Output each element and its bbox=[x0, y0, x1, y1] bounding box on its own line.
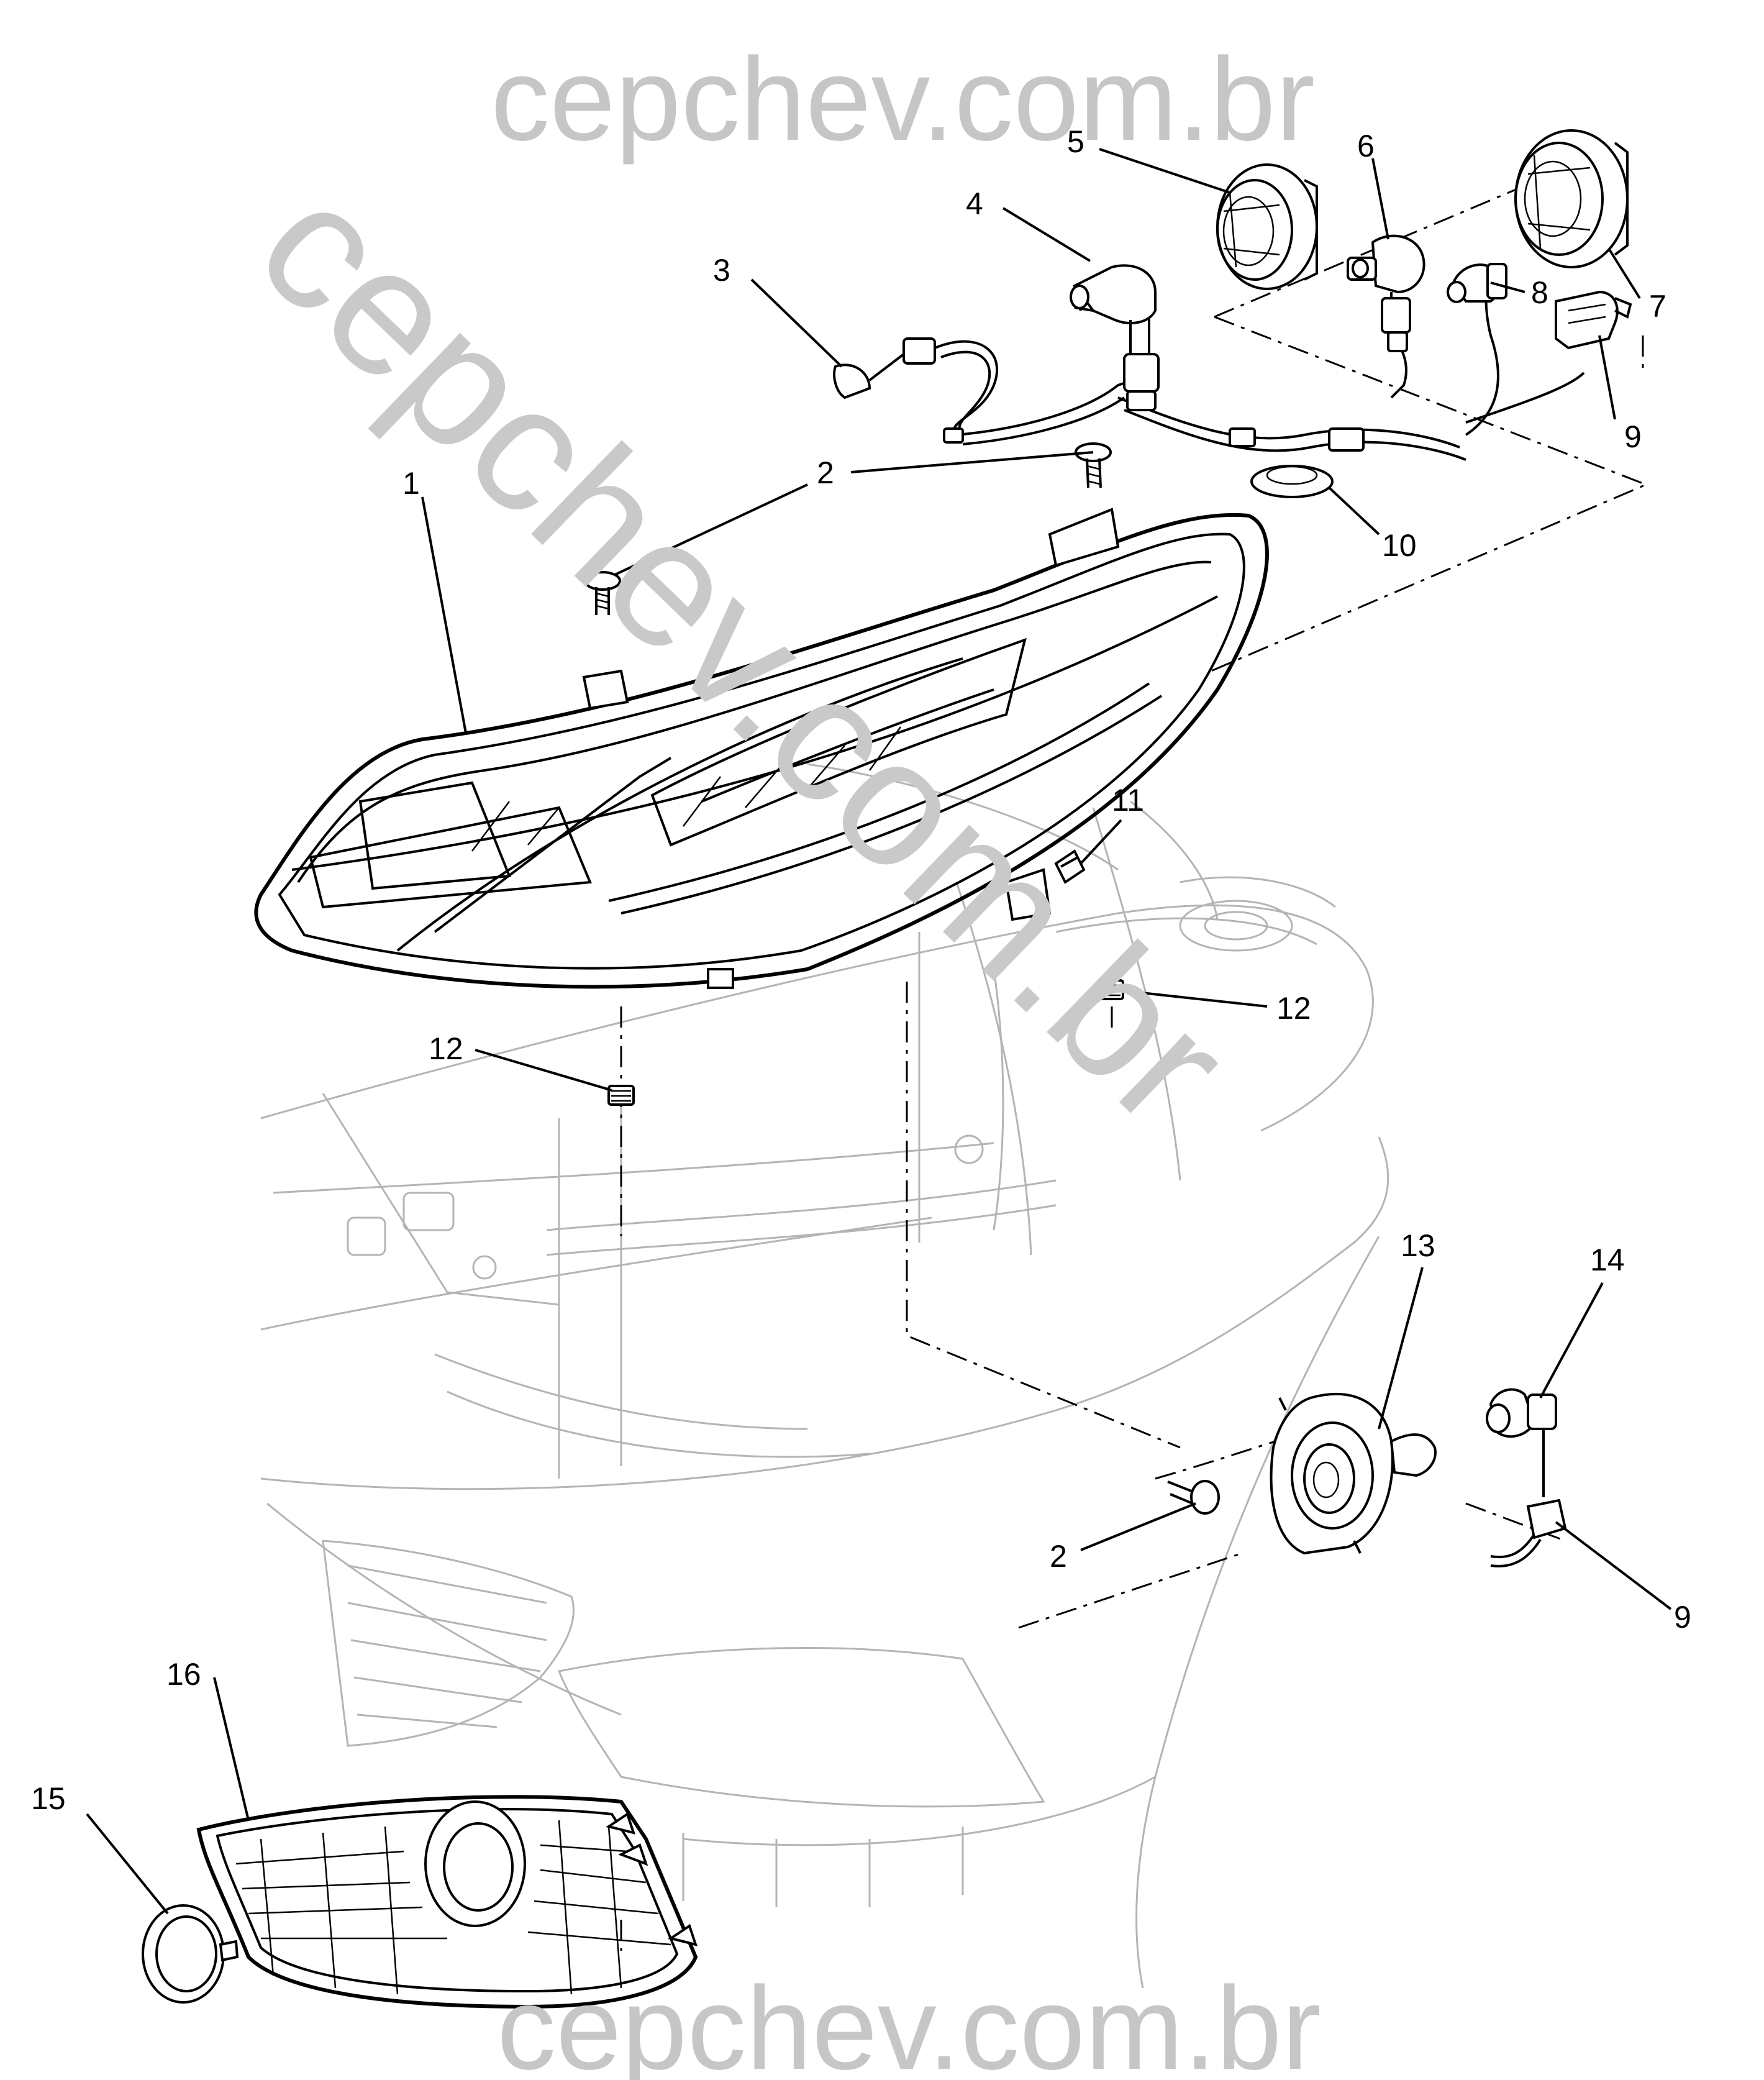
callout-11: 11 bbox=[1112, 783, 1144, 818]
callout-3: 3 bbox=[713, 253, 730, 288]
headlamp-assembly bbox=[254, 508, 1269, 989]
fog-lamp-bezel-16 bbox=[196, 1795, 698, 2009]
headlamp-cap-7 bbox=[1514, 129, 1629, 268]
callout-7: 7 bbox=[1649, 289, 1666, 324]
connector-9-lower bbox=[1490, 1498, 1567, 1567]
fog-lamp-13 bbox=[1270, 1392, 1437, 1555]
bolt-fog-lamp bbox=[1167, 1480, 1220, 1515]
callout-10: 10 bbox=[1382, 528, 1417, 563]
vehicle-body-structure bbox=[260, 763, 1389, 1989]
callout-2-upper: 2 bbox=[817, 455, 834, 490]
upper-grille bbox=[322, 1539, 575, 1747]
watermark-top: cepchev.com.br bbox=[491, 34, 1315, 165]
callout-15: 15 bbox=[31, 1781, 66, 1816]
callout-9-lower: 9 bbox=[1674, 1600, 1691, 1635]
watermark-bottom: cepchev.com.br bbox=[497, 1963, 1321, 2080]
callout-9-upper: 9 bbox=[1624, 419, 1642, 454]
callout-1: 1 bbox=[402, 466, 420, 501]
bulb-3 bbox=[833, 337, 936, 399]
callout-12-left: 12 bbox=[429, 1031, 463, 1066]
callout-14: 14 bbox=[1590, 1243, 1625, 1277]
callout-6: 6 bbox=[1357, 129, 1375, 163]
bulb-4 bbox=[1070, 264, 1160, 411]
bulb-6 bbox=[1347, 234, 1425, 352]
callout-4: 4 bbox=[966, 186, 983, 221]
callout-5: 5 bbox=[1067, 124, 1084, 159]
callout-12-right: 12 bbox=[1276, 991, 1311, 1026]
bulb-8 bbox=[1447, 263, 1507, 303]
callout-2-lower: 2 bbox=[1050, 1539, 1067, 1574]
callout-labels: 1 2 2 3 4 5 6 7 8 9 9 10 11 12 12 13 14 … bbox=[31, 124, 1691, 1816]
bulb-14 bbox=[1486, 1388, 1557, 1497]
connector-9-upper bbox=[1555, 290, 1644, 373]
headlamp-cap-5 bbox=[1216, 163, 1318, 290]
nut-12-right bbox=[1097, 979, 1124, 1000]
callout-13: 13 bbox=[1401, 1228, 1435, 1263]
clip-11 bbox=[1054, 849, 1086, 884]
bolt-upper-left bbox=[584, 571, 621, 615]
fog-lamp-ring-15 bbox=[142, 1904, 239, 2004]
callout-leaders bbox=[86, 148, 1672, 1915]
callout-16: 16 bbox=[166, 1657, 201, 1692]
wiring-harness bbox=[934, 267, 1585, 498]
bolt-upper-right bbox=[1075, 442, 1112, 488]
nut-12-left bbox=[607, 1085, 635, 1106]
callout-8: 8 bbox=[1531, 275, 1548, 310]
